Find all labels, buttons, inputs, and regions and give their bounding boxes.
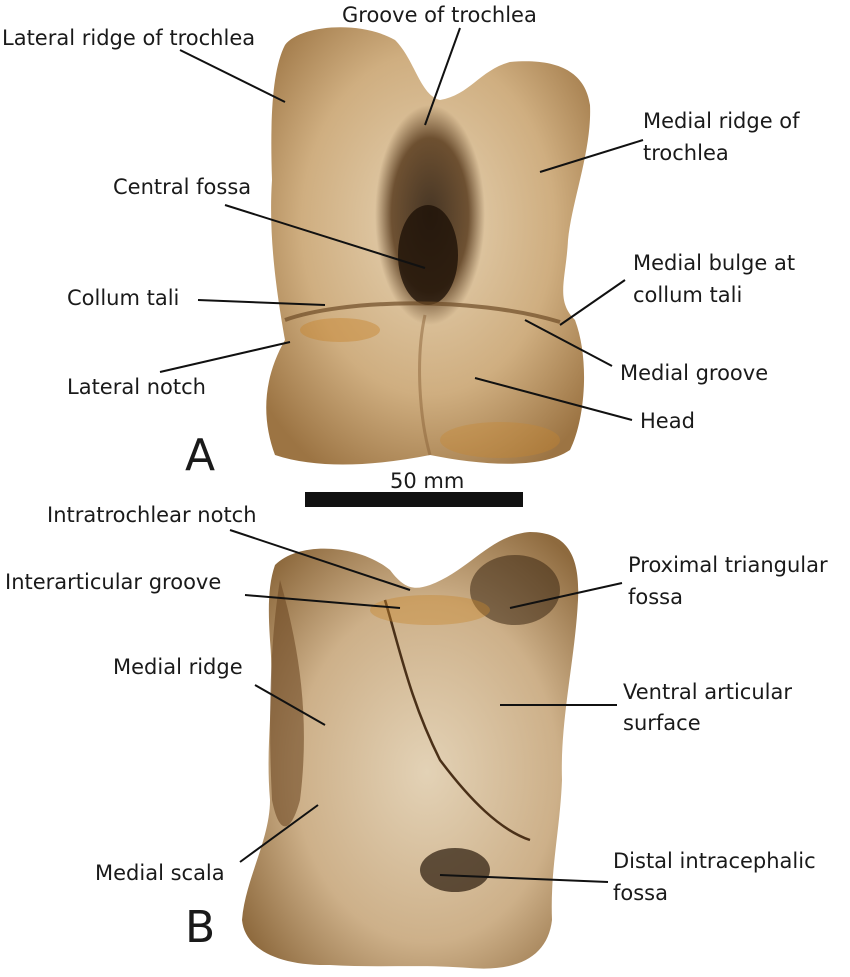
label-medial-bulge-line2: collum tali: [633, 283, 742, 307]
panel-letter-b: B: [185, 902, 215, 953]
label-medial-scala: Medial scala: [95, 861, 225, 885]
label-medial-ridge-of-trochlea-line1: Medial ridge of: [643, 109, 800, 133]
label-ventral-articular-surface-line1: Ventral articular: [623, 680, 792, 704]
bone-anterior-view: [266, 27, 591, 465]
label-distal-intracephalic-fossa-line1: Distal intracephalic: [613, 849, 816, 873]
label-medial-bulge-line1: Medial bulge at: [633, 251, 795, 275]
label-lateral-ridge-of-trochlea: Lateral ridge of trochlea: [2, 26, 255, 50]
label-ventral-articular-surface-line2: surface: [623, 711, 701, 735]
label-proximal-triangular-fossa-line2: fossa: [628, 585, 683, 609]
label-distal-intracephalic-fossa-line2: fossa: [613, 881, 668, 905]
label-proximal-triangular-fossa-line1: Proximal triangular: [628, 553, 828, 577]
label-medial-ridge: Medial ridge: [113, 655, 243, 679]
label-intratrochlear-notch: Intratrochlear notch: [47, 503, 257, 527]
bone-ventral-view: [242, 532, 579, 969]
scale-bar-label: 50 mm: [390, 469, 464, 493]
scale-bar: [305, 492, 523, 507]
label-central-fossa: Central fossa: [113, 175, 251, 199]
label-collum-tali: Collum tali: [67, 286, 179, 310]
panel-letter-a: A: [185, 430, 215, 481]
label-head: Head: [640, 409, 695, 433]
leader-lines: [159, 27, 644, 883]
label-groove-of-trochlea: Groove of trochlea: [342, 3, 537, 27]
label-lateral-notch: Lateral notch: [67, 375, 206, 399]
label-medial-groove: Medial groove: [620, 361, 768, 385]
label-interarticular-groove: Interarticular groove: [5, 570, 221, 594]
label-medial-ridge-of-trochlea-line2: trochlea: [643, 141, 729, 165]
